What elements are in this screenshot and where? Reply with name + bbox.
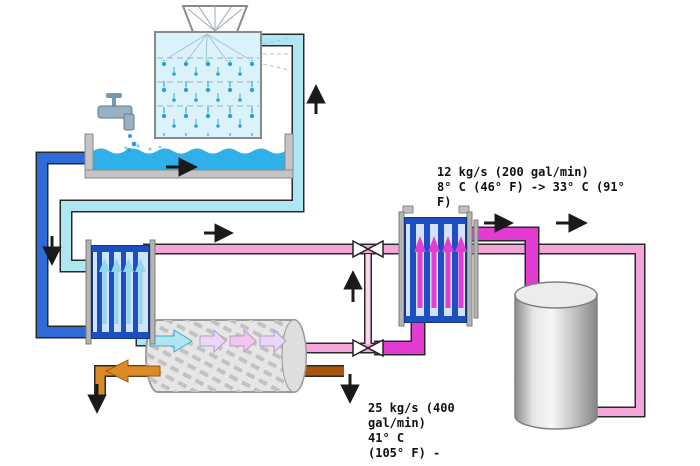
chiller-vessel <box>104 319 307 393</box>
condenser-heat-exchanger <box>85 239 156 345</box>
condenser-water-pipe <box>143 243 646 418</box>
hx-bottom-bar <box>92 332 149 338</box>
faucet-spout <box>123 113 135 131</box>
flow-direction-arrows <box>42 84 588 414</box>
hx-end-plate <box>85 239 92 345</box>
chiller-annotation-line3: 41° C <box>368 431 404 445</box>
hx-annotation-line1: 12 kg/s (200 gal/min) <box>437 165 589 179</box>
hx-end-plate <box>473 219 479 319</box>
splash-dots <box>124 144 162 151</box>
refrigerant-arrow-icon <box>104 359 161 383</box>
hot-water-to-tank-pipe <box>452 226 540 290</box>
faucet-body <box>97 105 133 119</box>
makeup-water-faucet <box>97 93 137 152</box>
storage-tank <box>514 281 598 430</box>
fan-blades-icon <box>187 6 243 32</box>
tower-basin <box>84 133 294 179</box>
basin-floor <box>84 169 294 179</box>
tank-body <box>514 294 598 430</box>
valve-top <box>352 239 384 259</box>
droplets-icon <box>157 60 259 136</box>
flow-arrow-pink-icon <box>229 328 257 354</box>
flow-arrow-lavender-icon <box>199 328 227 354</box>
hot-water-bottom-pipe <box>374 316 426 356</box>
hx-flow-arrows-icon <box>414 236 467 308</box>
hx-annotation-line2: 8° C (46° F) -> 33° C (91° <box>437 180 625 194</box>
tower-water-return-pipe <box>59 33 305 273</box>
side-spray-icon <box>262 37 291 71</box>
hx-end-plate <box>398 211 405 327</box>
hx-plates <box>97 252 138 332</box>
chiller-annotation-line4: (105° F) - <box>368 446 440 460</box>
hx-top-bar <box>92 246 149 252</box>
water-drops-icon <box>127 134 137 152</box>
cooling-tower <box>154 5 291 139</box>
chiller-annotation-line2: gal/min) <box>368 416 426 430</box>
spray-lines-icon <box>167 33 248 65</box>
hx-top-bar <box>405 218 466 224</box>
hx-tab <box>402 205 414 214</box>
chilled-water-arrow-icon <box>149 329 193 353</box>
hx-bottom-bar <box>405 316 466 322</box>
recovery-heat-exchanger <box>398 205 479 327</box>
hx-flow-annotation: 12 kg/s (200 gal/min) 8° C (46° F) -> 33… <box>437 165 625 209</box>
tank-top <box>514 281 598 309</box>
valve-bottom <box>352 338 384 358</box>
chiller-annotation-line1: 25 kg/s (400 <box>368 401 455 415</box>
hx-end-plate <box>149 239 156 345</box>
chiller-flow-annotation: 25 kg/s (400 gal/min) 41° C (105° F) - <box>368 401 455 460</box>
hx-tab <box>458 205 470 214</box>
hx-flow-arrows-icon <box>99 258 146 324</box>
faucet-handle <box>106 93 122 98</box>
flow-arrow-lavender-icon <box>259 328 287 354</box>
hx-annotation-line3: F) <box>437 195 451 209</box>
faucet-stem <box>112 97 116 108</box>
hx-plates <box>410 224 458 316</box>
vessel-end-cap <box>281 319 307 393</box>
hx-end-plate <box>466 211 473 327</box>
